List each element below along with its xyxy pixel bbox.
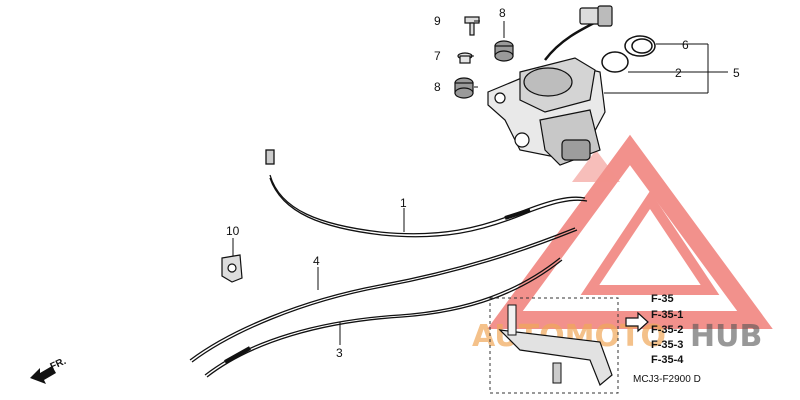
- front-direction-label: FR.: [49, 356, 68, 373]
- diagram-code: MCJ3-F2900 D: [633, 374, 701, 385]
- page-ref-4: F-35-4: [651, 354, 684, 366]
- callout-8-top: 8: [499, 6, 506, 20]
- seal-rings: [601, 35, 656, 73]
- callout-5: 5: [733, 66, 740, 80]
- cable-part-4: [189, 227, 578, 363]
- callout-8-bottom: 8: [434, 80, 441, 94]
- front-direction-arrow-icon: [30, 366, 56, 384]
- watermark-text-part2: HUB: [690, 319, 762, 354]
- cable-clip-part-10: [221, 254, 243, 283]
- callout-4: 4: [313, 254, 320, 268]
- inset-detail-box: [489, 297, 619, 394]
- cable-part-3: [204, 257, 563, 378]
- bolt-part-9: [464, 16, 480, 36]
- callout-9: 9: [434, 14, 441, 28]
- watermark-logo: [487, 134, 773, 329]
- callout-10: 10: [226, 224, 240, 238]
- callout-2: 2: [675, 66, 682, 80]
- grommet-part-8-lower: [454, 77, 474, 99]
- page-ref-1: F-35-1: [651, 309, 683, 321]
- page-ref-0: F-35: [651, 293, 674, 305]
- leader-lines: [232, 20, 728, 345]
- reference-arrow-icon: [625, 311, 649, 333]
- callout-7: 7: [434, 49, 441, 63]
- grommet-part-8-upper: [494, 40, 514, 62]
- callout-1: 1: [400, 196, 407, 210]
- actuator-assembly: [487, 5, 613, 166]
- page-ref-3: F-35-3: [651, 339, 683, 351]
- callout-6: 6: [682, 38, 689, 52]
- page-ref-2: F-35-2: [651, 324, 683, 336]
- callout-3: 3: [336, 346, 343, 360]
- cable-part-1: [265, 149, 588, 238]
- collar-part-7: [457, 52, 473, 64]
